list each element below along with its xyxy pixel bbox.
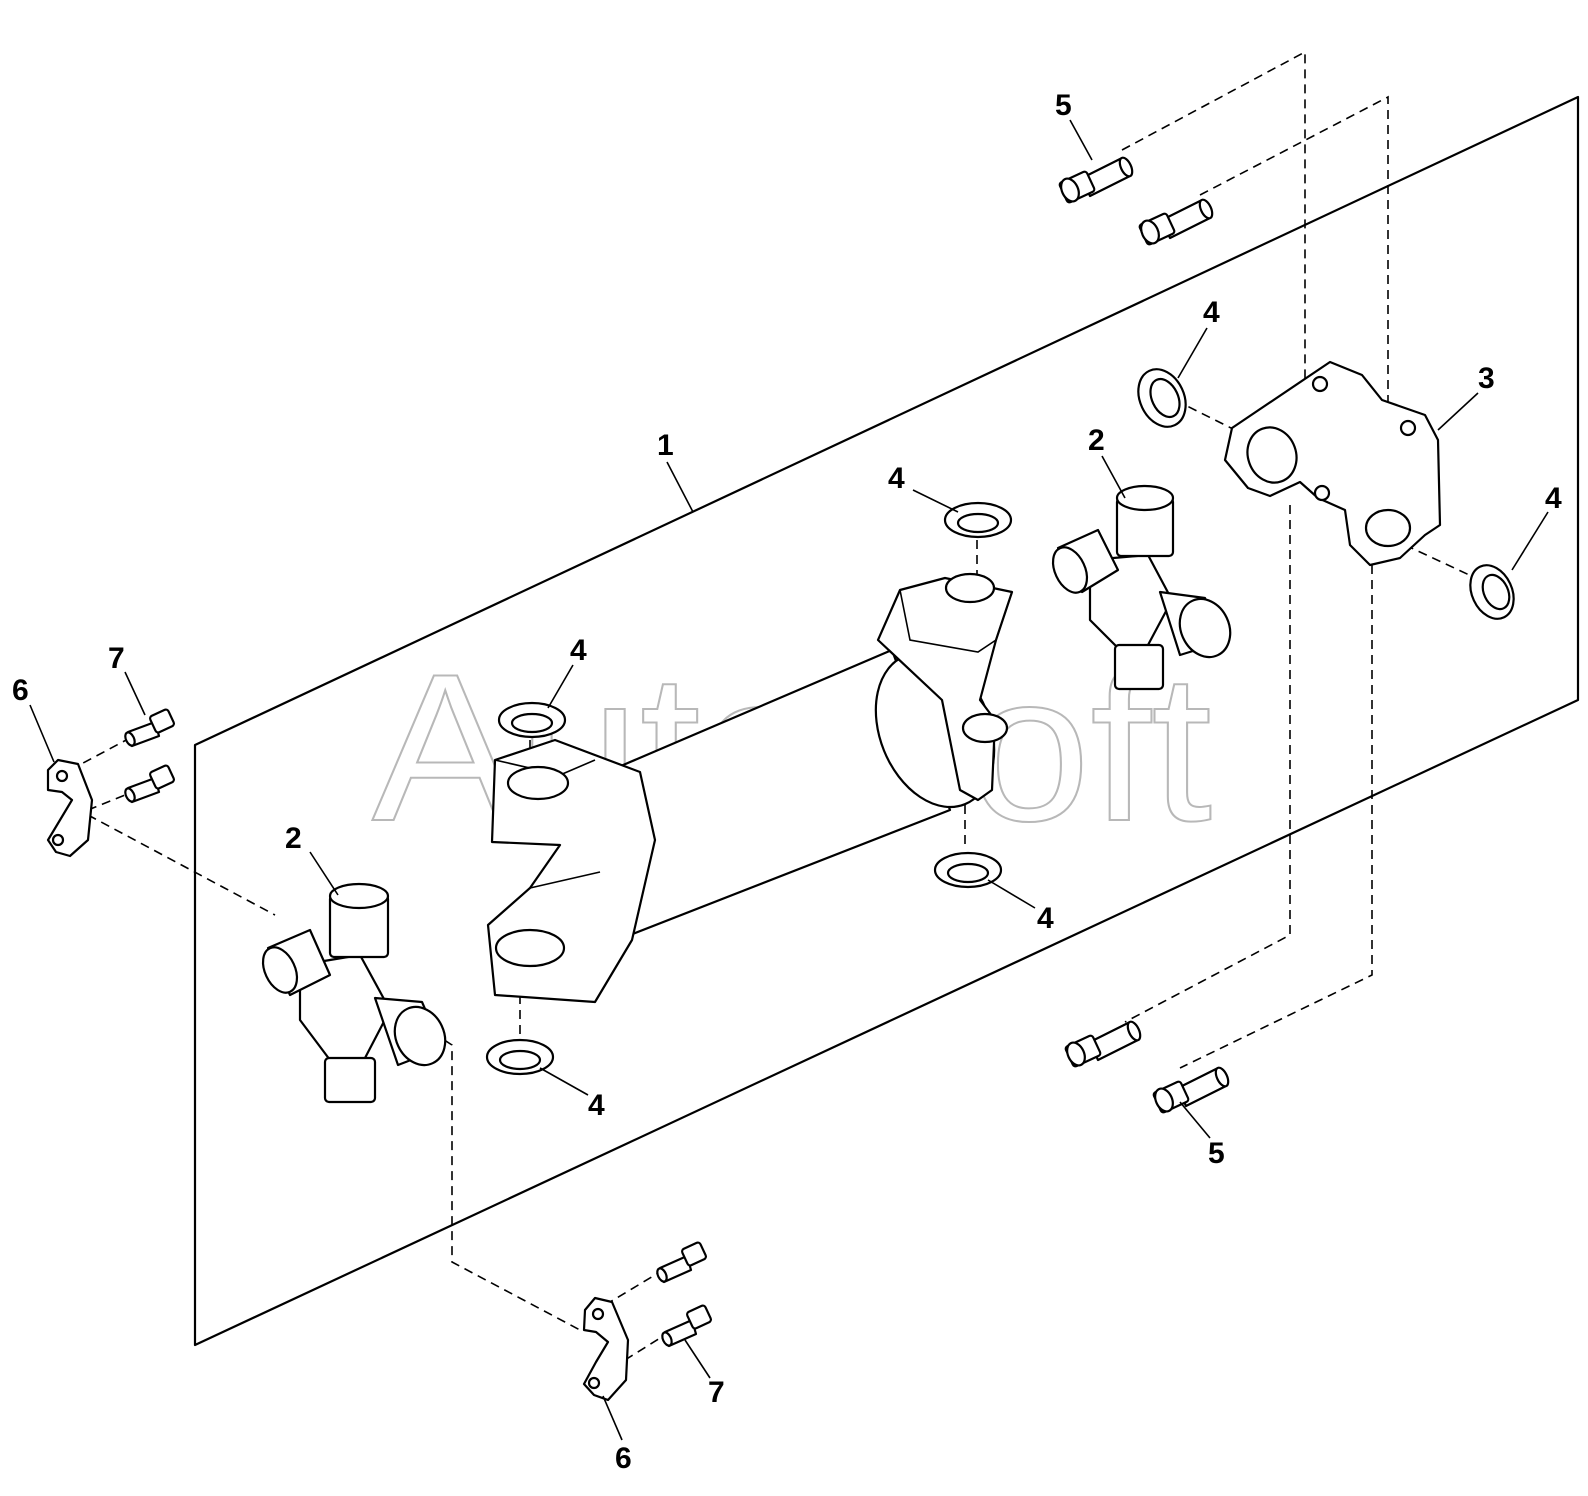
leader-4d bbox=[547, 664, 574, 709]
callout-4-right: 4 bbox=[1545, 482, 1562, 515]
callout-4-yoke: 4 bbox=[1203, 296, 1220, 329]
leader-6a bbox=[29, 704, 55, 763]
leader-4a bbox=[1177, 327, 1208, 379]
u-joint-upper bbox=[1051, 484, 1232, 691]
bearing-strap-bottom bbox=[582, 1296, 630, 1402]
callout-4-left-lower: 4 bbox=[588, 1089, 605, 1122]
snap-ring-group bbox=[485, 368, 1515, 1076]
strap-bolt-group bbox=[124, 708, 712, 1348]
guide-ring-right bbox=[1404, 544, 1481, 581]
guide-strap-left-bolt1 bbox=[69, 737, 131, 771]
callout-labels: 1 2 2 3 4 4 4 4 4 4 5 5 6 6 7 7 bbox=[12, 89, 1562, 1475]
leader-4c bbox=[912, 489, 959, 513]
bolt-lower-1 bbox=[1064, 1020, 1142, 1068]
leader-7b bbox=[684, 1339, 711, 1379]
leader-lines bbox=[29, 119, 1549, 1441]
callout-6-left: 6 bbox=[12, 674, 29, 707]
leader-4e bbox=[987, 879, 1036, 909]
leader-1 bbox=[666, 461, 694, 513]
guide-lower-bolt-b bbox=[1179, 565, 1373, 1069]
snap-ring-left-lower bbox=[485, 1038, 555, 1076]
bearing-strap-left bbox=[46, 758, 94, 858]
guide-strap-left-ujoint bbox=[87, 814, 276, 916]
snap-ring-right bbox=[1469, 564, 1515, 620]
guide-strap-bottom-bolt1 bbox=[604, 1271, 661, 1306]
snap-ring-top bbox=[943, 501, 1013, 539]
leader-4f bbox=[539, 1067, 589, 1096]
leader-6b bbox=[602, 1395, 623, 1441]
leader-3 bbox=[1437, 392, 1479, 431]
guide-bolt5-second bbox=[1199, 95, 1389, 435]
u-joint-lower bbox=[261, 882, 447, 1104]
snap-ring-left-upper bbox=[497, 701, 567, 739]
bolt-upper-1 bbox=[1058, 156, 1134, 204]
callout-1: 1 bbox=[657, 429, 674, 462]
callout-2-lower: 2 bbox=[285, 822, 302, 855]
strap-bolt-left-1 bbox=[124, 708, 175, 748]
callout-4-left-upper: 4 bbox=[570, 634, 587, 667]
snap-ring-yoke bbox=[1137, 368, 1187, 428]
callout-2-upper: 2 bbox=[1088, 424, 1105, 457]
flange-bolt-group bbox=[1058, 156, 1230, 1114]
leader-5a bbox=[1069, 119, 1093, 161]
bolt-upper-2 bbox=[1138, 198, 1214, 246]
callout-4-mid-lower: 4 bbox=[1037, 902, 1054, 935]
callout-7-bottom: 7 bbox=[708, 1376, 725, 1409]
guide-strap-bottom-bolt2 bbox=[624, 1334, 666, 1361]
callout-5-upper: 5 bbox=[1055, 89, 1072, 122]
guide-strap-left-bolt2 bbox=[87, 792, 131, 811]
callout-5-lower: 5 bbox=[1208, 1137, 1225, 1170]
guide-ujoint-strap-bottom bbox=[431, 1031, 581, 1331]
strap-bolt-bottom-1 bbox=[656, 1241, 707, 1284]
leader-4b bbox=[1511, 511, 1549, 571]
leader-7a bbox=[124, 671, 146, 716]
callout-6-bottom: 6 bbox=[615, 1442, 632, 1475]
leader-5b bbox=[1179, 1101, 1211, 1139]
weld-yoke-near bbox=[486, 738, 657, 1004]
callout-4-top: 4 bbox=[888, 462, 905, 495]
callout-7-left: 7 bbox=[108, 642, 125, 675]
bolt-lower-2 bbox=[1152, 1066, 1230, 1114]
callout-3: 3 bbox=[1478, 362, 1495, 395]
flange-yoke bbox=[1223, 360, 1442, 567]
guide-ring-yoke bbox=[1174, 399, 1236, 431]
assembly-panel bbox=[193, 95, 1580, 1347]
snap-ring-mid-lower bbox=[933, 851, 1003, 889]
slip-yoke-far bbox=[876, 572, 1014, 802]
leader-2b bbox=[309, 851, 339, 896]
guide-bolt5-top bbox=[1121, 50, 1306, 420]
guide-lower-bolt-a bbox=[1124, 505, 1291, 1023]
strap-bolt-bottom-2 bbox=[661, 1304, 712, 1348]
strap-bolt-left-2 bbox=[124, 764, 175, 804]
leader-2a bbox=[1101, 455, 1126, 499]
